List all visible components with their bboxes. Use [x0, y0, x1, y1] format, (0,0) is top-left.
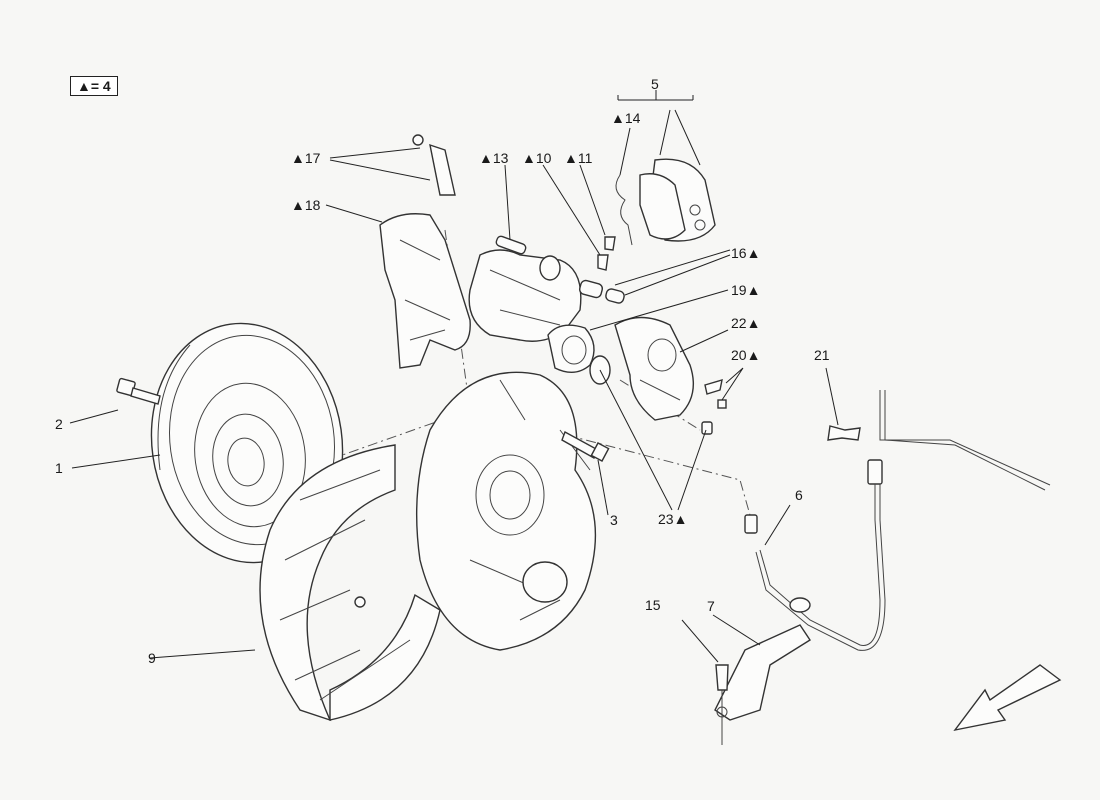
callout-10: ▲10: [522, 150, 552, 166]
bracket-screw: [717, 399, 727, 409]
bleed-screw: [597, 254, 609, 271]
hose-clip: [827, 425, 861, 441]
callout-23: 23▲: [658, 511, 688, 527]
shim-plate: [412, 134, 456, 196]
callout-19: 19▲: [731, 282, 761, 298]
wear-sensor: [615, 174, 633, 246]
callout-13: ▲13: [479, 150, 509, 166]
brake-pads: [639, 158, 716, 242]
callout-11: ▲11: [564, 150, 593, 166]
brake-hose: [744, 459, 886, 651]
direction-arrow: [953, 664, 1062, 732]
caliper-bracket: [379, 213, 471, 369]
callout-5: 5: [651, 76, 659, 92]
callout-7: 7: [707, 598, 715, 614]
callout-22: 22▲: [731, 315, 761, 331]
callout-17: ▲17: [291, 150, 321, 166]
hose-bracket: [714, 624, 811, 721]
callout-21: 21: [814, 347, 830, 363]
bleed-cap: [604, 236, 616, 251]
callout-18: ▲18: [291, 197, 321, 213]
parking-brake-motor: [614, 316, 694, 421]
callout-3: 3: [610, 512, 618, 528]
callout-14: ▲14: [611, 110, 641, 126]
guide-pin: [495, 235, 527, 255]
callout-20: 20▲: [731, 347, 761, 363]
motor-screw: [701, 421, 713, 435]
legend-box: ▲= 4: [70, 76, 118, 96]
callout-6: 6: [795, 487, 803, 503]
sensor-bracket: [704, 379, 723, 395]
callout-9: 9: [148, 650, 156, 666]
bracket-bolt: [715, 664, 729, 691]
callout-2: 2: [55, 416, 63, 432]
callout-15: 15: [645, 597, 661, 613]
caliper-bolt: [561, 430, 610, 462]
caliper-body: [468, 249, 582, 342]
callout-16: 16▲: [731, 245, 761, 261]
disc-bolt: [116, 377, 161, 405]
wheel-carrier: [415, 371, 597, 651]
brake-pipe: [879, 390, 1051, 486]
sleeves: [578, 279, 625, 304]
piston-housing: [547, 324, 595, 373]
callout-1: 1: [55, 460, 63, 476]
